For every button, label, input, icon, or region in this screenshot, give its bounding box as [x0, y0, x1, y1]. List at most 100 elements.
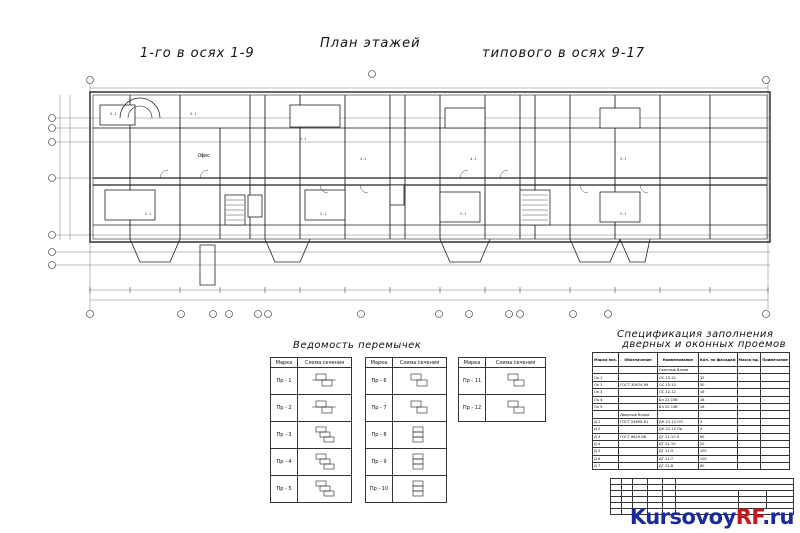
spec-qty: 16 — [697, 402, 738, 412]
lintel-mark: Пр - 1 — [270, 367, 298, 395]
spec-col-note: Примечание — [760, 352, 790, 367]
col-scheme: Схема сечения — [485, 357, 546, 368]
spec-mark: Д 5 — [591, 447, 620, 456]
spec-col-mark: Марка поз. — [591, 352, 620, 367]
spec-name: ДН 21-10 Пр — [656, 425, 699, 434]
lintel-mark: Пр - 9 — [365, 448, 393, 476]
spec-col-mass: Масса ед. — [736, 352, 762, 367]
spec-title-line2: дверных и оконных проемов — [622, 339, 787, 350]
spec-mark: Д 7 — [591, 462, 620, 471]
spec-col-name: Наименование — [656, 352, 699, 367]
spec-qty: 60 — [697, 432, 738, 441]
lintel-mark: Пр - 5 — [270, 475, 298, 503]
spec-qty: 32 — [697, 373, 738, 382]
lintel-scheme — [485, 367, 546, 395]
col-scheme: Схема сечения — [297, 357, 352, 368]
spec-mark: Д 4 — [591, 439, 620, 449]
lintel-mark: Пр - 3 — [270, 421, 298, 449]
title-block — [610, 478, 794, 515]
spec-title-line1: Спецификация заполнения — [617, 329, 774, 340]
lintel-mark: Пр - 10 — [365, 475, 393, 503]
spec-name: ДГ 21-9 — [656, 447, 699, 456]
plan-subtitle-typical-floor: типового в осях 9-17 — [482, 46, 646, 61]
spec-mark: Д 3 — [591, 432, 620, 441]
spec-name: Бл 22-15б — [656, 395, 699, 404]
plan-subtitle-first-floor: 1-го в осях 1-9 — [140, 46, 255, 61]
spec-col-doc: Обозначение — [618, 352, 658, 367]
col-mark: Марка — [270, 357, 298, 368]
spec-qty: 4 — [697, 425, 738, 434]
lintel-mark: Пр - 4 — [270, 448, 298, 476]
lintel-mark: Пр - 2 — [270, 394, 298, 422]
svg-text:2.1: 2.1 — [620, 212, 626, 216]
spec-qty: 100 — [697, 447, 738, 456]
svg-text:4.1: 4.1 — [360, 157, 366, 161]
spec-qty: 16 — [697, 388, 738, 397]
svg-text:2.1: 2.1 — [145, 212, 151, 216]
spec-mark: Д 2 — [591, 425, 620, 434]
spec-name: ОС 15-12 — [656, 373, 699, 382]
room-label-office: Офис — [198, 153, 211, 159]
spec-mark: Ок 1 — [591, 373, 620, 382]
spec-name: ДН 21-13 ОЛ — [656, 417, 699, 427]
spec-table: Марка поз. Обозначение Наименование Кол.… — [591, 352, 790, 471]
spec-mark: Д 1 — [591, 417, 620, 427]
spec-doc: ГОСТ 6629-88 — [618, 432, 658, 441]
spec-qty: 20 — [697, 439, 738, 449]
lintel-scheme — [297, 394, 352, 422]
lintel-scheme — [297, 448, 352, 476]
lintel-scheme — [392, 475, 447, 503]
lintel-scheme — [297, 367, 352, 395]
spec-qty: 100 — [697, 454, 738, 464]
lintel-mark: Пр - 7 — [365, 394, 393, 422]
spec-qty: 50 — [697, 380, 738, 390]
lintel-mark: Пр - 11 — [458, 367, 486, 395]
spec-doc: ГОСТ 30674-99 — [618, 380, 658, 390]
lintel-mark: Пр - 6 — [365, 367, 393, 395]
col-mark: Марка — [365, 357, 393, 368]
svg-text:2.1: 2.1 — [460, 212, 466, 216]
lintel-scheme — [392, 421, 447, 449]
spec-qty: 16 — [697, 395, 738, 404]
svg-text:4.1: 4.1 — [470, 157, 476, 161]
svg-text:3.1: 3.1 — [190, 112, 196, 116]
col-scheme: Схема сечения — [392, 357, 447, 368]
spec-section-windows: Оконные блоки — [656, 365, 699, 375]
spec-qty: 80 — [697, 462, 738, 471]
spec-name: ОС 15-15 — [656, 380, 699, 390]
spec-name: ДГ 21-10 Л — [656, 432, 699, 441]
lintel-schedule-title: Ведомость перемычек — [293, 340, 422, 351]
svg-text:5.1: 5.1 — [110, 112, 116, 116]
spec-mark: Ок 5 — [591, 402, 620, 412]
site-logo: KursovoyRF.ru — [629, 505, 795, 529]
spec-col-qty: Кол. по фасадам — [697, 352, 738, 367]
lintel-scheme — [485, 394, 546, 422]
spec-section-doors: Дверные блоки — [618, 410, 658, 419]
spec-mark: Д 6 — [591, 454, 620, 464]
spec-name: ОС 12-12 — [656, 388, 699, 397]
lintel-scheme — [392, 448, 447, 476]
spec-mark: Ок 4 — [591, 395, 620, 404]
svg-text:2.1: 2.1 — [320, 212, 326, 216]
lintel-mark: Пр - 8 — [365, 421, 393, 449]
lintel-scheme — [392, 367, 447, 395]
lintel-scheme — [297, 475, 352, 503]
plan-title: План этажей — [320, 36, 421, 51]
spec-qty: 4 — [697, 417, 738, 427]
spec-mark: Ок 3 — [591, 388, 620, 397]
spec-name: ДГ 21-7 — [656, 454, 699, 464]
spec-name: ДГ 21-10 — [656, 439, 699, 449]
svg-text:2.1: 2.1 — [300, 137, 306, 141]
svg-text:3.1: 3.1 — [620, 157, 626, 161]
lintel-scheme — [297, 421, 352, 449]
spec-name: ДГ 21-8 — [656, 462, 699, 471]
lintel-mark: Пр - 12 — [458, 394, 486, 422]
spec-doc: ГОСТ 24698-81 — [618, 417, 658, 427]
col-mark: Марка — [458, 357, 486, 368]
spec-name: Бл 22-15б — [656, 402, 699, 412]
spec-mark: Ок 2 — [591, 380, 620, 390]
